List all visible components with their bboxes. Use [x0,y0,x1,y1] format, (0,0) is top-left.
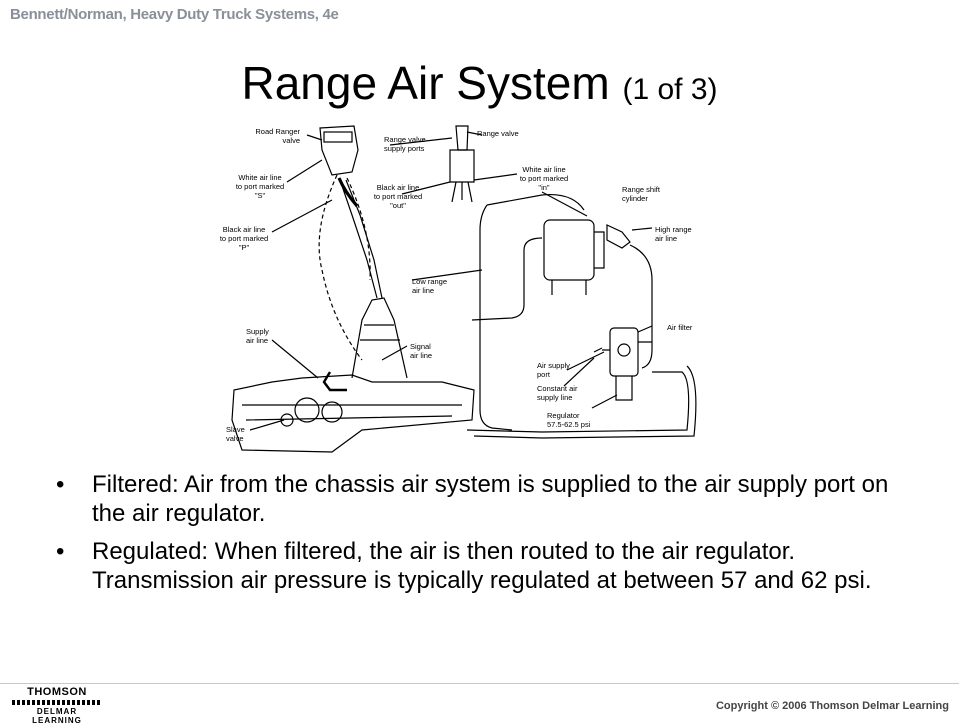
copyright-text: Copyright © 2006 Thomson Delmar Learning [715,700,949,712]
bullet-item-regulated: • Regulated: When filtered, the air is t… [56,537,916,595]
logo-line2: DELMAR LEARNING [32,707,82,725]
label-air-filter: Air filter [667,323,693,332]
logo-line1: THOMSON [27,686,87,698]
bullet-marker: • [56,538,65,565]
logo-bar [12,700,102,705]
publisher-logo: THOMSON DELMAR LEARNING [12,686,102,725]
bullet-item-filtered: • Filtered: Air from the chassis air sys… [56,470,916,528]
slide-title: Range Air System (1 of 3) [0,56,959,110]
label-range-valve: Range valve [477,129,519,138]
bullet-list: • Filtered: Air from the chassis air sys… [56,470,916,604]
bullet-text: Regulated: When filtered, the air is the… [92,538,872,594]
footer-divider [0,683,959,684]
slide-title-sub: (1 of 3) [622,73,718,106]
bullet-text: Filtered: Air from the chassis air syste… [92,471,889,527]
bullet-marker: • [56,471,65,498]
slide-title-main: Range Air System [241,57,610,109]
book-title: Bennett/Norman, Heavy Duty Truck Systems… [10,6,339,23]
